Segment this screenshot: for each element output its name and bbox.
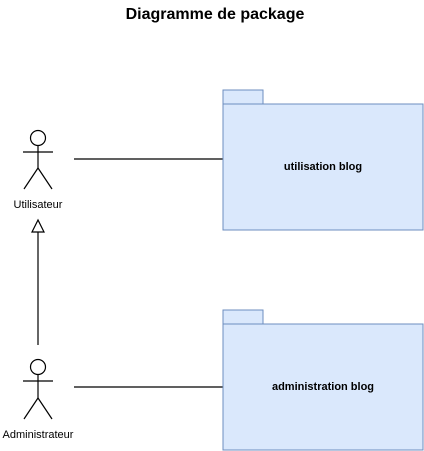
package-tab — [222, 309, 264, 325]
actor-label: Utilisateur — [14, 199, 63, 211]
actor-label: Administrateur — [3, 429, 74, 441]
stick-figure-icon — [23, 129, 53, 190]
actor-utilisateur[interactable]: Utilisateur — [14, 129, 63, 212]
package-body — [222, 323, 424, 451]
package-body — [222, 103, 424, 231]
stick-figure-icon — [23, 358, 53, 420]
triangle-arrowhead-icon — [31, 218, 45, 233]
generalization-arrow[interactable] — [31, 218, 45, 345]
diagram-title: Diagramme de package — [126, 6, 305, 23]
package-label: utilisation blog — [284, 161, 362, 173]
actor-administrateur[interactable]: Administrateur — [3, 358, 74, 442]
package-label: administration blog — [272, 381, 374, 393]
package-administration-blog[interactable]: administration blog — [222, 309, 424, 451]
package-utilisation-blog[interactable]: utilisation blog — [222, 89, 424, 231]
package-tab — [222, 89, 264, 105]
